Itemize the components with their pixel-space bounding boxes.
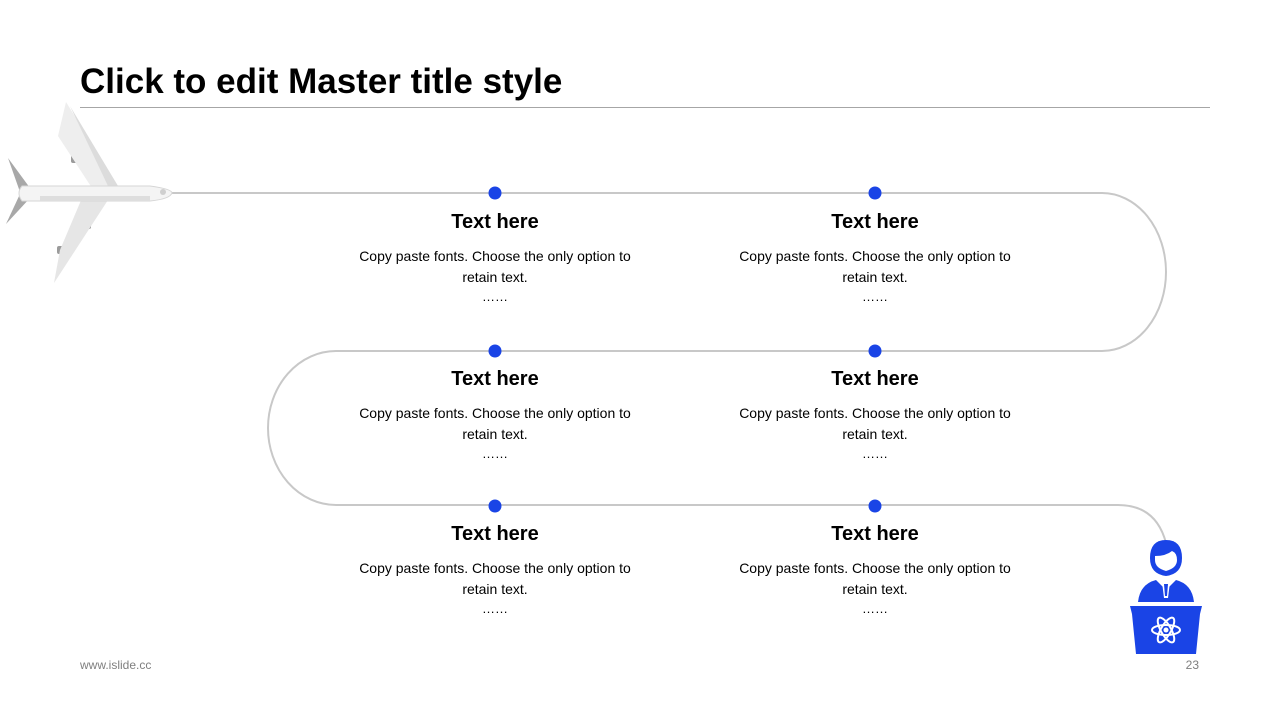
atom-icon xyxy=(1151,616,1181,644)
presenter-icon xyxy=(1130,540,1202,654)
step-description[interactable]: Copy paste fonts. Choose the only option… xyxy=(359,560,631,597)
step-ellipsis: …… xyxy=(482,601,508,616)
route-node xyxy=(488,499,502,513)
step-title[interactable]: Text here xyxy=(831,523,919,545)
step-description[interactable]: Copy paste fonts. Choose the only option… xyxy=(739,248,1011,285)
step-ellipsis: …… xyxy=(482,446,508,461)
route-line xyxy=(168,192,1167,544)
step-ellipsis: …… xyxy=(862,289,888,304)
step-title[interactable]: Text here xyxy=(831,211,919,233)
step-title[interactable]: Text here xyxy=(451,523,539,545)
step-description[interactable]: Copy paste fonts. Choose the only option… xyxy=(359,248,631,285)
step-block: Text here Copy paste fonts. Choose the o… xyxy=(345,522,645,616)
route-node xyxy=(868,186,882,200)
step-block: Text here Copy paste fonts. Choose the o… xyxy=(725,367,1025,461)
step-title[interactable]: Text here xyxy=(831,368,919,390)
title-divider xyxy=(80,107,1210,108)
step-ellipsis: …… xyxy=(862,446,888,461)
route-node xyxy=(488,344,502,358)
step-block: Text here Copy paste fonts. Choose the o… xyxy=(345,210,645,304)
step-description[interactable]: Copy paste fonts. Choose the only option… xyxy=(739,405,1011,442)
step-description[interactable]: Copy paste fonts. Choose the only option… xyxy=(739,560,1011,597)
step-block: Text here Copy paste fonts. Choose the o… xyxy=(725,210,1025,304)
step-block: Text here Copy paste fonts. Choose the o… xyxy=(725,522,1025,616)
page-number: 23 xyxy=(1185,658,1199,672)
step-ellipsis: …… xyxy=(482,289,508,304)
route-node xyxy=(868,344,882,358)
step-description[interactable]: Copy paste fonts. Choose the only option… xyxy=(359,405,631,442)
airplane-icon xyxy=(6,102,173,283)
route-node xyxy=(868,499,882,513)
route-node xyxy=(488,186,502,200)
step-title[interactable]: Text here xyxy=(451,368,539,390)
step-ellipsis: …… xyxy=(862,601,888,616)
step-block: Text here Copy paste fonts. Choose the o… xyxy=(345,367,645,461)
step-title[interactable]: Text here xyxy=(451,211,539,233)
slide-title[interactable]: Click to edit Master title style xyxy=(80,62,563,101)
footer-url: www.islide.cc xyxy=(80,658,152,672)
